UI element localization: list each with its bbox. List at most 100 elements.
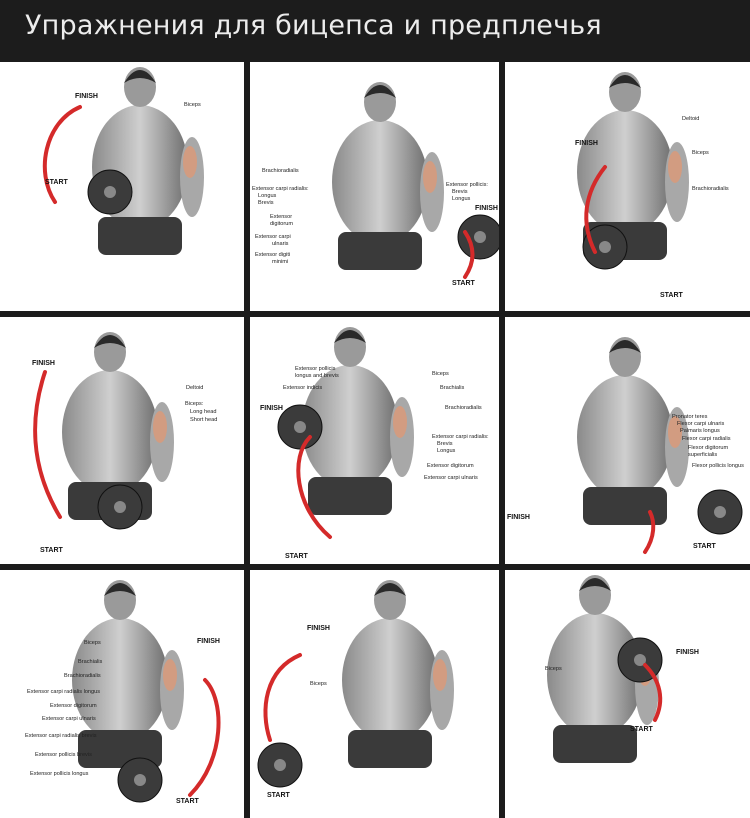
muscle-label: Flexor digitorum: [688, 445, 729, 451]
muscle-label: Short head: [190, 417, 218, 423]
biceps-muscle: [163, 659, 177, 691]
muscle-label: Extensor pollicis longus: [30, 771, 89, 777]
motion-arrow: [463, 230, 475, 279]
finish-label: FINISH: [307, 625, 330, 632]
figure-hair: [374, 583, 406, 596]
exercise-illustration: [577, 72, 689, 270]
finish-label: FINISH: [676, 649, 699, 656]
biceps-muscle: [183, 146, 197, 178]
figure-hair: [579, 578, 611, 591]
muscle-label: Brevis: [437, 441, 453, 447]
start-label: START: [45, 179, 68, 186]
muscle-label: digitorum: [270, 221, 294, 227]
muscle-label: minimi: [272, 259, 289, 265]
exercise-illustration: [577, 337, 743, 554]
finish-label: FINISH: [197, 638, 220, 645]
muscle-label: Brevis: [258, 200, 274, 206]
muscle-label: Biceps: [184, 102, 201, 108]
figure-hair: [609, 340, 641, 353]
start-label: START: [452, 280, 475, 287]
exercise-illustration: [72, 580, 221, 803]
muscle-label: Brachialis: [440, 385, 465, 391]
figure-torso: [72, 618, 168, 742]
figure-torso: [332, 120, 428, 244]
muscle-label: Pronator teres: [672, 414, 708, 420]
muscle-label: Extensor carpi ulnaris: [424, 475, 478, 481]
finish-label: FINISH: [507, 514, 530, 521]
biceps-muscle: [668, 151, 682, 183]
exercise-panel-3: Deltoid FINISH Biceps Brachioradialis ST…: [505, 62, 750, 311]
exercise-panel-2: Brachioradialis Extensor carpi radialis:…: [250, 62, 499, 311]
exercise-illustration: [277, 327, 414, 539]
finish-label: FINISH: [32, 360, 55, 367]
motion-arrow: [296, 435, 332, 539]
exercise-panel-1: FINISH START Biceps: [0, 62, 244, 311]
muscle-label: Extensor pollicis: [295, 366, 336, 372]
figure-torso: [62, 370, 158, 494]
biceps-muscle: [153, 411, 167, 443]
figure-shorts: [348, 730, 432, 768]
motion-arrow: [42, 105, 82, 204]
muscle-label: Flexor carpi ulnaris: [677, 421, 725, 427]
muscle-label: Extensor pollicis:: [446, 182, 488, 188]
biceps-muscle: [668, 416, 682, 448]
exercise-panel-4: FINISH Deltoid Biceps: Long head Short h…: [0, 317, 244, 564]
muscle-label: Biceps: [432, 371, 449, 377]
figure-shorts: [553, 725, 637, 763]
figure-torso: [342, 618, 438, 742]
muscle-label: Brevis: [452, 189, 468, 195]
exercise-panel-9: FINISH Biceps START: [505, 570, 750, 818]
finish-label: FINISH: [260, 405, 283, 412]
muscle-label: superficialis: [688, 452, 718, 458]
motion-arrow: [643, 663, 663, 722]
muscle-label: Extensor carpi radialis:: [432, 434, 489, 440]
muscle-label: Extensor digitorum: [50, 703, 97, 709]
muscle-label: Biceps:: [185, 401, 204, 407]
figure-hair: [94, 335, 126, 348]
exercise-illustration: [257, 580, 454, 788]
muscle-label: ulnaris: [272, 241, 289, 247]
start-label: START: [630, 726, 653, 733]
muscle-label: Extensor indicis: [283, 385, 323, 391]
muscle-label: Brachialis: [78, 659, 103, 665]
muscle-label: Long head: [190, 409, 217, 415]
muscle-label: Longus: [258, 193, 277, 199]
figure-shorts: [98, 217, 182, 255]
muscle-label: longus and brevis: [295, 373, 339, 379]
muscle-label: Palmaris longus: [680, 428, 720, 434]
biceps-muscle: [423, 161, 437, 193]
figure-shorts: [583, 487, 667, 525]
muscle-label: Brachioradialis: [692, 186, 729, 192]
start-label: START: [40, 547, 63, 554]
muscle-label: Extensor: [270, 214, 293, 220]
start-label: START: [660, 292, 683, 299]
exercise-panel-5: Extensor pollicis longus and brevis Exte…: [250, 317, 499, 564]
figure-torso: [302, 365, 398, 489]
start-label: START: [285, 553, 308, 560]
muscle-label: Brachioradialis: [445, 405, 482, 411]
muscle-label: Biceps: [692, 150, 709, 156]
muscle-label: Extensor carpi ulnaris: [42, 716, 96, 722]
muscle-label: Extensor pollicis brevis: [35, 752, 92, 758]
finish-label: FINISH: [475, 205, 498, 212]
exercise-illustration: [33, 332, 174, 530]
exercise-illustration: [547, 575, 663, 763]
finish-label: FINISH: [75, 93, 98, 100]
motion-arrow: [33, 370, 62, 519]
start-label: START: [176, 798, 199, 805]
muscle-label: Extensor carpi radialis:: [252, 186, 309, 192]
muscle-label: Extensor carpi radialis brevis: [25, 733, 97, 739]
figure-hair: [104, 583, 136, 596]
muscle-label: Extensor carpi: [255, 234, 291, 240]
figure-hair: [364, 85, 396, 98]
muscle-label: Deltoid: [186, 385, 204, 391]
motion-arrow: [584, 165, 607, 254]
figure-shorts: [308, 477, 392, 515]
motion-arrow: [643, 510, 656, 554]
muscle-label: Biceps: [310, 681, 327, 687]
muscle-label: Biceps: [84, 640, 101, 646]
muscle-label: Longus: [437, 448, 456, 454]
exercise-panel-7: Biceps Brachialis Brachioradialis Extens…: [0, 570, 244, 818]
muscle-label: Biceps: [545, 666, 562, 672]
muscle-label: Extensor digiti: [255, 252, 291, 258]
